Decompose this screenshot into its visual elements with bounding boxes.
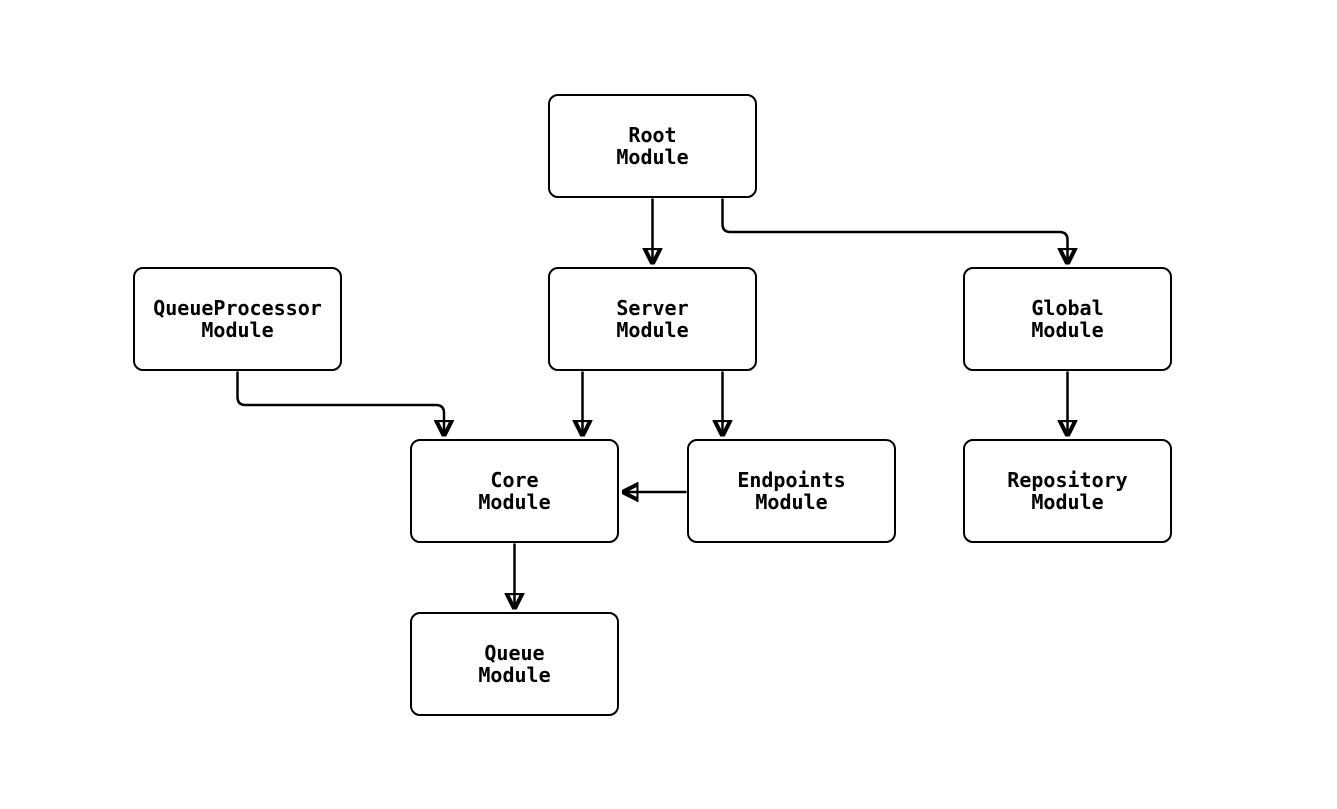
- edge-root-to-global: [721, 198, 1068, 264]
- node-queueprocessor-type: Module: [201, 318, 274, 342]
- node-core-name: Core: [490, 468, 539, 492]
- node-endpoints-name: Endpoints: [737, 468, 846, 492]
- node-core-type: Module: [478, 490, 551, 514]
- node-server-module: Server Module: [548, 267, 757, 371]
- node-endpoints-type: Module: [755, 490, 828, 514]
- node-server-name: Server: [616, 296, 689, 320]
- node-root-type: Module: [616, 145, 689, 169]
- node-global-module: Global Module: [963, 267, 1172, 371]
- node-queueprocessor-name: QueueProcessor: [153, 296, 322, 320]
- edge-queueprocessor-to-core: [236, 371, 445, 436]
- node-queue-module: Queue Module: [410, 612, 619, 716]
- node-queueprocessor-module: QueueProcessor Module: [133, 267, 342, 371]
- node-global-name: Global: [1031, 296, 1104, 320]
- node-queue-name: Queue: [484, 641, 545, 665]
- node-global-type: Module: [1031, 318, 1104, 342]
- node-repository-name: Repository: [1007, 468, 1128, 492]
- node-core-module: Core Module: [410, 439, 619, 543]
- node-root-module: Root Module: [548, 94, 757, 198]
- node-repository-type: Module: [1031, 490, 1104, 514]
- node-repository-module: Repository Module: [963, 439, 1172, 543]
- node-root-name: Root: [628, 123, 677, 147]
- node-endpoints-module: Endpoints Module: [687, 439, 896, 543]
- node-queue-type: Module: [478, 663, 551, 687]
- node-server-type: Module: [616, 318, 689, 342]
